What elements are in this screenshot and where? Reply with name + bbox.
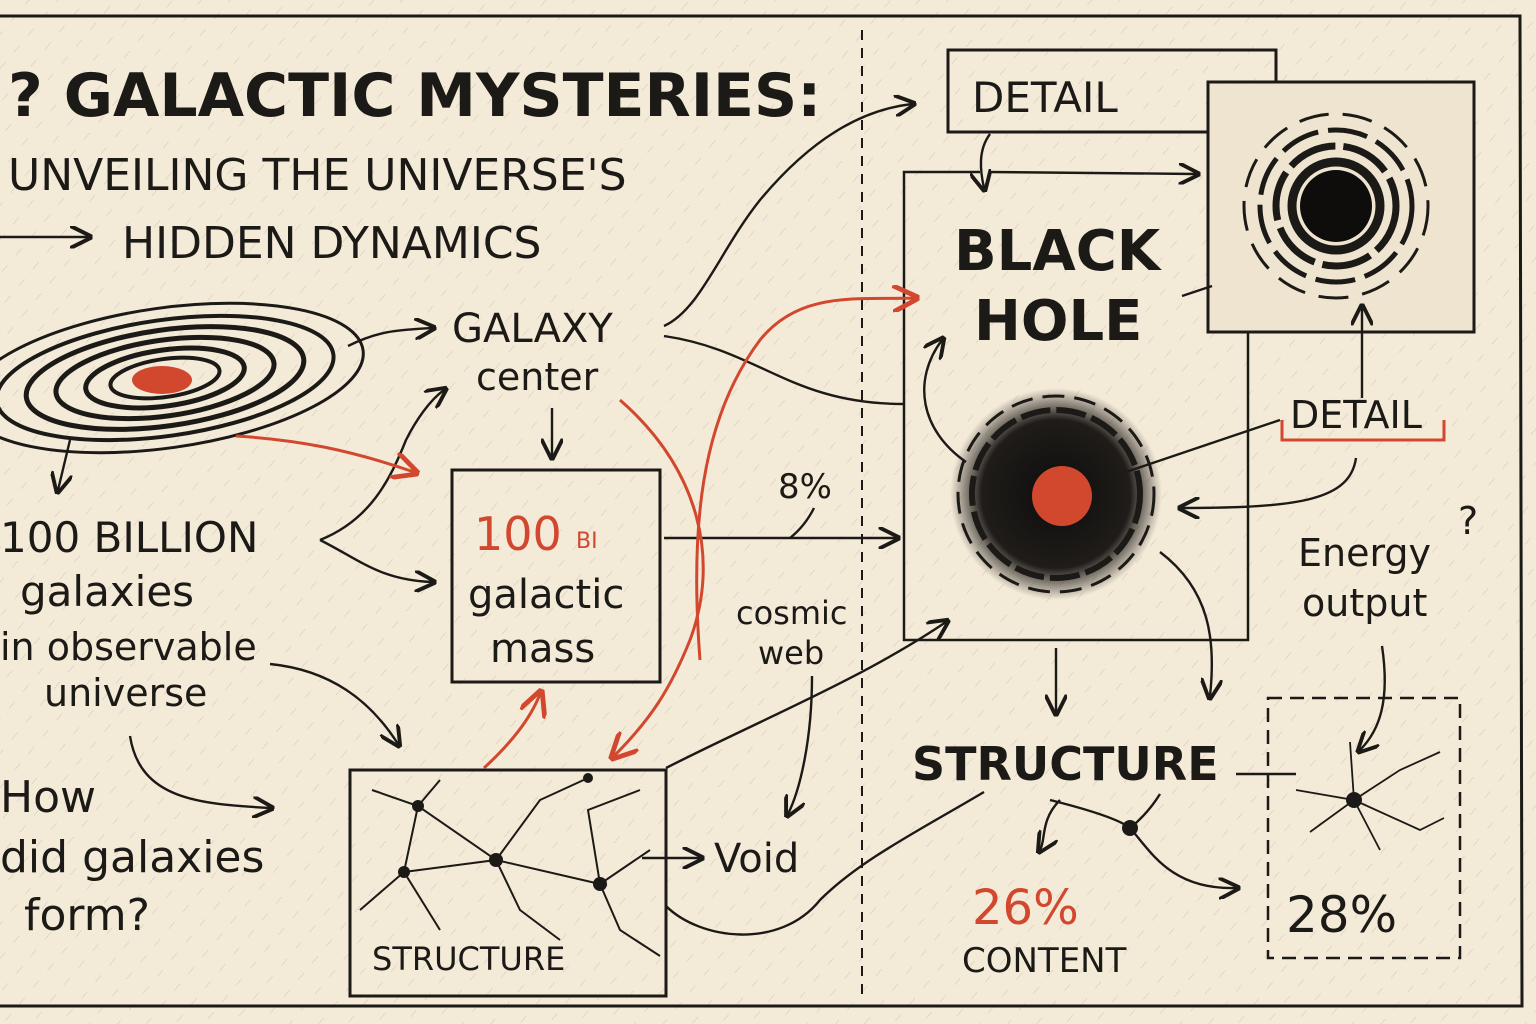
question-line-3: form?: [24, 890, 150, 941]
outer-frame: [0, 14, 1524, 1008]
mass-unit: BI: [576, 529, 598, 554]
mass-box: [450, 468, 662, 684]
black-hole-label-1: BLACK: [954, 219, 1163, 284]
detail-mid-label: DETAIL: [1290, 393, 1422, 437]
cosmic-web-nodes: [398, 773, 607, 891]
red-arrow-galaxy-to-mass: [235, 434, 414, 472]
arrow-hole-down: [1159, 551, 1212, 696]
red-arrow-center-to-structure: [614, 398, 705, 756]
arrow-energy-to-box: [1360, 645, 1386, 750]
arrow-structure-to-blackhole: [665, 622, 946, 770]
question-mark: ?: [1458, 499, 1478, 543]
arrow-eight-percent: [789, 507, 816, 539]
content-label: CONTENT: [962, 941, 1127, 981]
percent-small: 8%: [778, 467, 832, 507]
arrow-question: [128, 735, 270, 808]
red-arrows: [235, 298, 914, 770]
black-hole-swirl-core: [1300, 170, 1372, 242]
spiral-galaxy-illustration: [0, 301, 365, 455]
arrow-detail-to-hole-2: [1182, 457, 1358, 508]
black-hole-core: [1032, 466, 1092, 526]
question-line-1: How: [0, 772, 96, 823]
structure-box: [348, 768, 668, 998]
arrow-detail-to-structure: [269, 662, 398, 744]
arrow-hole-to-image: [1181, 284, 1213, 298]
mass-label-1: galactic: [468, 572, 624, 618]
arrow-count-up: [319, 390, 444, 542]
mass-label-2: mass: [490, 626, 595, 672]
galaxy-core: [132, 366, 192, 394]
detail-mid-bracket: [1280, 420, 1446, 442]
arrow-galaxy-to-label: [347, 328, 432, 348]
detail-top-label: DETAIL: [972, 73, 1118, 122]
black-hole-frame: [902, 170, 1250, 642]
structure-label: STRUCTURE: [912, 737, 1219, 791]
arrow-structure-box-loop: [665, 790, 985, 936]
content-percent: 26%: [972, 880, 1079, 936]
title-line-3: HIDDEN DYNAMICS: [122, 218, 541, 269]
black-hole-swirl-detail: [1242, 112, 1430, 300]
percent-box-network: [1295, 741, 1445, 851]
black-hole-label-2: HOLE: [974, 289, 1142, 354]
count-detail-1: in observable: [0, 625, 257, 669]
red-arrow-structure-to-mass: [482, 694, 540, 770]
arrow-detail-down: [981, 133, 990, 188]
galaxy-center-label: center: [476, 355, 599, 399]
structure-box-label: STRUCTURE: [372, 940, 565, 978]
galaxy-label: GALAXY: [452, 306, 613, 352]
structure-junction-node: [1122, 820, 1138, 836]
percent-box: [1266, 696, 1462, 960]
mass-value: 100: [474, 507, 562, 561]
energy-label-2: output: [1302, 581, 1427, 625]
red-arrow-up-to-blackhole: [695, 298, 914, 661]
arrow-galaxy-to-blackhole: [663, 334, 905, 406]
arrow-galaxy-down: [58, 439, 70, 490]
cosmic-web-label-1: cosmic: [736, 594, 848, 632]
arrow-count-to-mass: [319, 538, 432, 582]
arrow-galaxy-to-detail: [663, 104, 912, 328]
void-label: Void: [714, 836, 799, 882]
title-line-1: ? GALACTIC MYSTERIES:: [8, 61, 821, 131]
arrow-frame-to-image: [989, 172, 1196, 174]
title-line-2: UNVEILING THE UNIVERSE'S: [8, 150, 627, 201]
percent-box-node: [1346, 792, 1362, 808]
energy-label-1: Energy: [1298, 531, 1431, 575]
count-sub-label: galaxies: [20, 567, 194, 616]
arrow-detail-to-hole: [1125, 418, 1281, 474]
question-line-2: did galaxies: [0, 832, 264, 883]
connector-arrows: [58, 104, 1386, 936]
count-label: 100 BILLION: [0, 513, 258, 562]
cosmic-web-label-2: web: [758, 634, 824, 672]
count-detail-2: universe: [44, 671, 207, 715]
arrow-structure-to-content: [1040, 799, 1061, 850]
box-percent-label: 28%: [1286, 886, 1397, 944]
black-hole-rings: [956, 394, 1156, 594]
arrow-blackhole-curl: [924, 340, 967, 463]
